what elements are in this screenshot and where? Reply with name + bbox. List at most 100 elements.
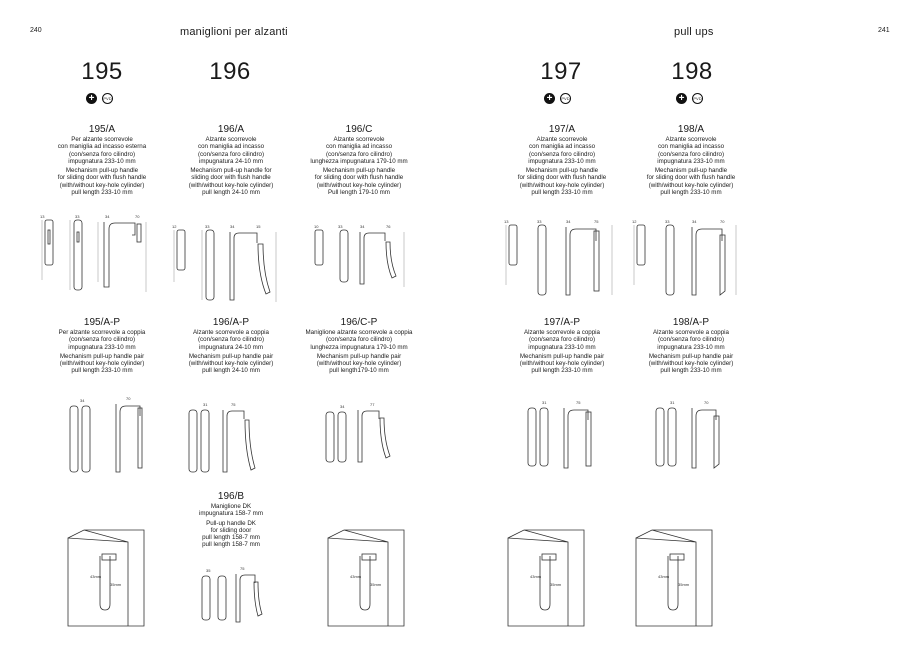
model-number-196: 196 — [209, 58, 251, 85]
svg-text:31: 31 — [203, 402, 208, 407]
drawing-196-b: 35 75 — [201, 566, 263, 623]
svg-text:34: 34 — [105, 214, 110, 219]
drawing-197-a: 13 33 34 75 — [504, 219, 613, 296]
svg-text:33: 33 — [205, 224, 210, 229]
product-code: 196/C — [345, 124, 373, 135]
svg-text:31: 31 — [542, 400, 547, 405]
svg-text:34: 34 — [230, 224, 235, 229]
product-code: 195/A-P — [83, 317, 121, 328]
description-english: Mechanism pull-up handle pair(with/witho… — [519, 352, 605, 375]
drawing-196-c-p: 34 77 — [325, 402, 391, 463]
svg-text:70: 70 — [704, 400, 709, 405]
description-italian: Per alzante scorrevole a coppia(con/senz… — [58, 329, 146, 351]
model-number-198: 198 — [671, 58, 713, 85]
svg-text:34: 34 — [340, 404, 345, 409]
svg-text:34: 34 — [692, 219, 697, 224]
svg-text:43mm: 43mm — [350, 574, 362, 579]
product-196-c-p: 196/C-P Maniglione alzante scorrevole a … — [274, 317, 444, 375]
svg-text:75: 75 — [240, 566, 245, 571]
svg-text:43mm: 43mm — [90, 574, 102, 579]
svg-text:75: 75 — [231, 402, 236, 407]
svg-text:15: 15 — [256, 224, 261, 229]
model-number-195: 195 — [81, 58, 123, 85]
svg-text:33: 33 — [665, 219, 670, 224]
svg-text:76: 76 — [386, 224, 391, 229]
badge-group-195: + PVD — [86, 93, 113, 104]
drawing-195-a: 13 33 34 70 — [40, 214, 147, 292]
svg-text:75: 75 — [576, 400, 581, 405]
product-198-a-p: 198/A-P Alzante scorrevole a coppia(con/… — [606, 317, 776, 375]
installation-diagram-195: 43mm 35mm — [67, 529, 145, 627]
product-code: 195/A — [88, 124, 116, 135]
svg-text:43mm: 43mm — [658, 574, 670, 579]
product-195-a-p: 195/A-P Per alzante scorrevole a coppia(… — [17, 317, 187, 375]
product-196-a-p: 196/A-P Alzante scorrevole a coppia(con/… — [146, 317, 316, 375]
description-english: Mechanism pull-up handle pair(with/witho… — [188, 352, 274, 375]
svg-text:75: 75 — [594, 219, 599, 224]
plus-finish-icon: + — [676, 93, 687, 104]
product-code: 196/A-P — [212, 317, 250, 328]
pvd-finish-icon: PVD — [692, 93, 703, 104]
badge-group-198: + PVD — [676, 93, 703, 104]
installation-diagram-197: 43mm 35mm — [507, 529, 585, 627]
svg-text:70: 70 — [135, 214, 140, 219]
drawing-196-a-p: 31 75 — [188, 402, 256, 473]
description-italian: Alzante scorrevole a coppia(con/senza fo… — [192, 329, 269, 351]
svg-text:12: 12 — [172, 224, 177, 229]
svg-text:33: 33 — [75, 214, 80, 219]
svg-text:10: 10 — [314, 224, 319, 229]
svg-text:13: 13 — [40, 214, 45, 219]
product-code: 196/C-P — [340, 317, 378, 328]
description-italian: Maniglione alzante scorrevole a coppia(c… — [305, 329, 413, 351]
svg-text:33: 33 — [338, 224, 343, 229]
svg-text:33: 33 — [537, 219, 542, 224]
product-197-a-p: 197/A-P Alzante scorrevole a coppia(con/… — [477, 317, 647, 375]
svg-text:35mm: 35mm — [370, 582, 382, 587]
svg-text:34: 34 — [360, 224, 365, 229]
svg-text:13: 13 — [504, 219, 509, 224]
installation-diagram-198: 43mm 35mm — [635, 529, 713, 627]
svg-text:77: 77 — [370, 402, 375, 407]
section-header-english: pull ups — [674, 26, 714, 38]
svg-text:35mm: 35mm — [550, 582, 562, 587]
plus-finish-icon: + — [86, 93, 97, 104]
plus-finish-icon: + — [544, 93, 555, 104]
description-english: Mechanism pull-up handle pair(with/witho… — [648, 352, 734, 375]
svg-text:70: 70 — [720, 219, 725, 224]
svg-text:35mm: 35mm — [678, 582, 690, 587]
product-code: 197/A — [548, 124, 576, 135]
svg-text:43mm: 43mm — [530, 574, 542, 579]
svg-text:35: 35 — [206, 568, 211, 573]
pvd-finish-icon: PVD — [102, 93, 113, 104]
page-number-right: 241 — [878, 27, 890, 34]
svg-text:70: 70 — [126, 396, 131, 401]
model-number-197: 197 — [540, 58, 582, 85]
svg-text:35mm: 35mm — [110, 582, 122, 587]
product-code: 196/A — [217, 124, 245, 135]
drawing-196-a: 12 33 34 15 — [172, 224, 277, 302]
product-code: 198/A-P — [672, 317, 710, 328]
description-italian: Alzante scorrevole a coppia(con/senza fo… — [523, 329, 600, 351]
page-number-left: 240 — [30, 27, 42, 34]
description-english: Mechanism pull-up handle pair(with/witho… — [316, 352, 402, 375]
description-english: Mechanism pull-up handle pair(with/witho… — [59, 352, 145, 375]
section-header-italian: maniglioni per alzanti — [180, 26, 288, 38]
svg-text:34: 34 — [566, 219, 571, 224]
drawing-197-a-p: 31 75 — [527, 400, 592, 469]
